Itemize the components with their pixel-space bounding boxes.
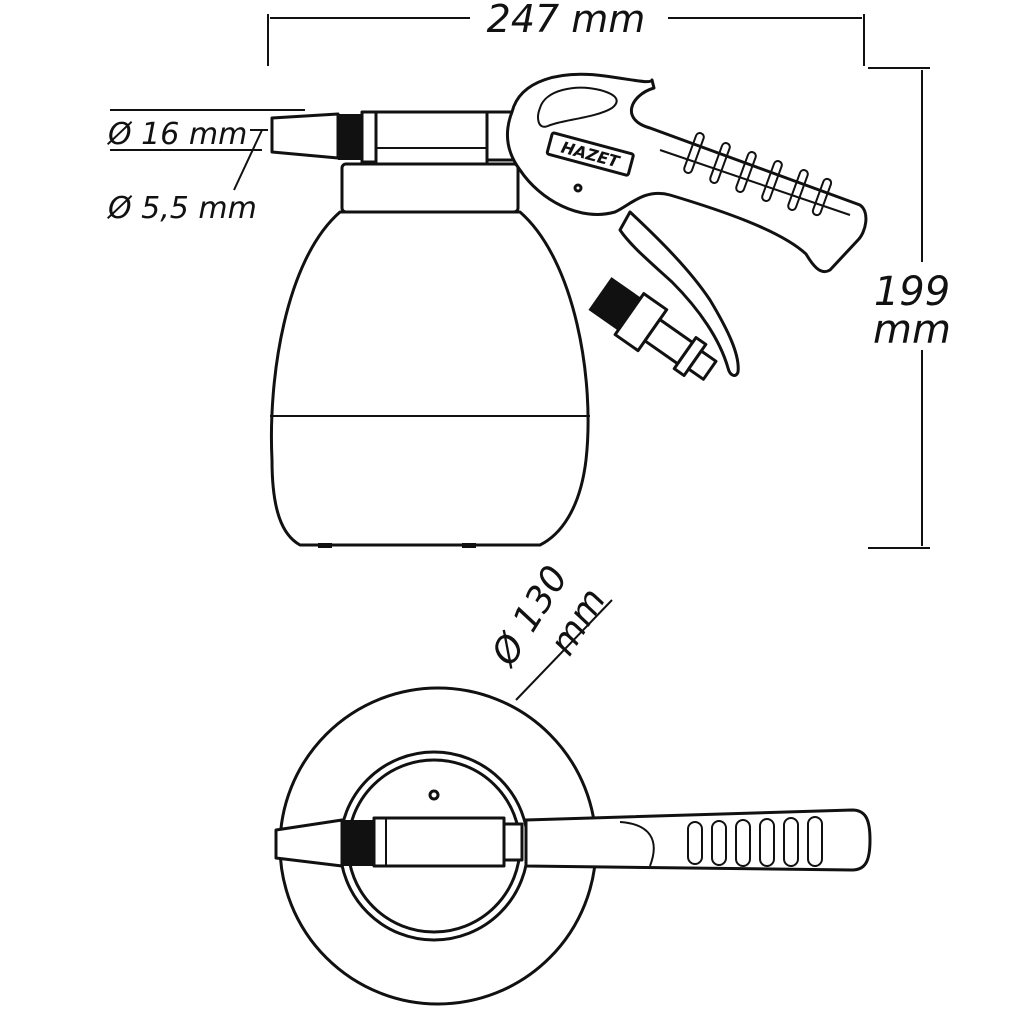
air-connector (588, 277, 718, 381)
height-dimension: 199 mm (868, 67, 951, 549)
nozzle-inner-label: Ø 5,5 mm (106, 191, 257, 226)
bottle-body (269, 210, 590, 547)
top-grip-ribs (687, 816, 823, 867)
nozzle-dimensions: Ø 16 mm Ø 5,5 mm (106, 109, 305, 226)
top-nozzle (274, 818, 344, 868)
base-diameter-dimension: Ø 130 mm (483, 559, 614, 701)
trigger (618, 210, 740, 377)
pump-cylinder (373, 110, 489, 166)
height-unit: mm (873, 307, 951, 353)
handle-grip-ribs (683, 132, 833, 217)
bottle-side-view (269, 110, 590, 548)
width-dimension: 247 mm (267, 0, 865, 66)
height-value: 199 (874, 269, 950, 315)
nozzle-outer-label: Ø 16 mm (106, 117, 247, 152)
handle-side-view: HAZET (506, 72, 868, 377)
top-view (274, 686, 872, 1006)
bottle-neck-collar (340, 162, 520, 214)
width-label: 247 mm (487, 0, 646, 41)
nozzle-tip (270, 112, 340, 160)
nozzle-ring (360, 110, 378, 164)
nozzle-thread (338, 114, 364, 160)
